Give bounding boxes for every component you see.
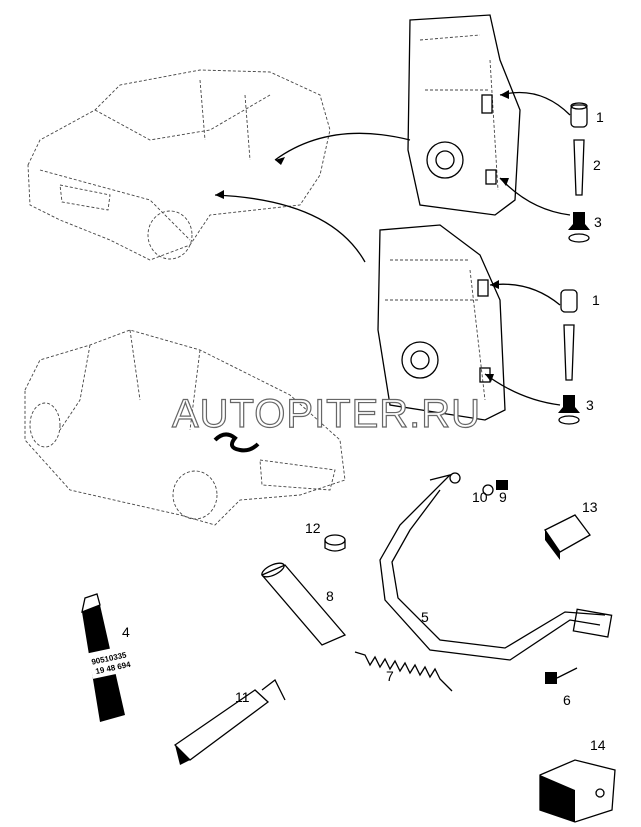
door-panel-rear (377, 224, 506, 421)
callout-12: 12 (305, 520, 321, 536)
part-grease-11 (173, 679, 286, 765)
callout-13: 13 (582, 499, 598, 515)
callout-3: 3 (586, 397, 594, 413)
callout-4: 4 (122, 624, 130, 640)
callout-10: 10 (472, 489, 488, 505)
door-panel-front (407, 14, 521, 216)
callout-11: 11 (235, 689, 250, 705)
part-clip-mid (558, 395, 580, 425)
watermark: AUTOPITER.RU (172, 392, 481, 436)
part-bolt-9 (496, 480, 508, 490)
car-rear-view (24, 329, 346, 526)
part-sleeve-8 (260, 562, 347, 646)
part-clip-top (568, 212, 590, 243)
part-rod-bracket (379, 472, 613, 661)
part-bumper-top (570, 102, 588, 128)
part-block-13 (544, 514, 591, 560)
part-pin-top (573, 139, 585, 196)
callout-14: 14 (590, 737, 606, 753)
callout-1: 1 (596, 109, 604, 125)
part-cap-12 (324, 534, 346, 552)
callout-6: 6 (563, 692, 571, 708)
callout-8: 8 (326, 588, 334, 604)
callout-5: 5 (421, 609, 429, 625)
part-block-14 (539, 759, 616, 823)
part-bumper-mid (560, 289, 578, 313)
callout-1: 1 (592, 292, 600, 308)
part-tube-4: 90510335 19 48 694 (81, 593, 132, 722)
part-pin-mid (563, 324, 575, 381)
callout-9: 9 (499, 489, 507, 505)
callout-3: 3 (594, 214, 602, 230)
callout-arrows (214, 90, 571, 406)
part-screw-6 (545, 667, 578, 684)
callout-2: 2 (593, 157, 601, 173)
car-front-view (27, 69, 331, 261)
callout-7: 7 (386, 668, 394, 684)
part-spring-7 (354, 651, 453, 692)
